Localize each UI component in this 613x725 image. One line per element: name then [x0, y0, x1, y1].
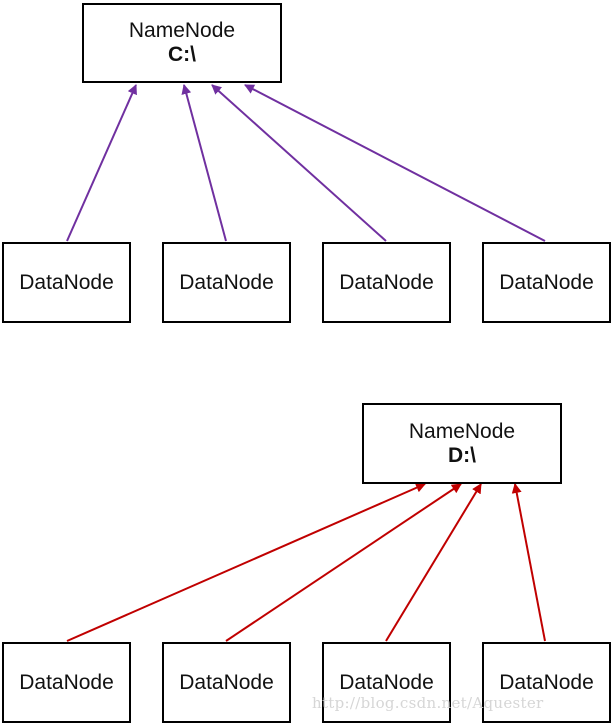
namenode-d-box: NameNode D:\ [362, 403, 562, 484]
top-datanode-4: DataNode [482, 242, 611, 323]
top-datanode-2-label: DataNode [179, 270, 274, 294]
bottom-datanode-3-label: DataNode [339, 670, 434, 694]
top-datanode-4-label: DataNode [499, 270, 594, 294]
bottom-datanode-2-label: DataNode [179, 670, 274, 694]
arrow-dn1-to-namenode-c [66, 84, 137, 242]
namenode-d-label: NameNode [408, 419, 516, 443]
arrow-dn8-to-namenode-d [511, 483, 546, 642]
bottom-datanode-4-label: DataNode [499, 670, 594, 694]
arrow-dn3-to-namenode-c [211, 84, 387, 242]
top-datanode-2: DataNode [162, 242, 291, 323]
top-datanode-3-label: DataNode [339, 270, 434, 294]
arrow-dn2-to-namenode-c [181, 84, 227, 242]
namenode-c-drive: C:\ [168, 43, 196, 66]
bottom-datanode-3: DataNode [322, 642, 451, 723]
namenode-c-box: NameNode C:\ [82, 3, 282, 83]
arrow-dn6-to-namenode-d [225, 483, 462, 642]
bottom-datanode-1: DataNode [2, 642, 131, 723]
watermark: http://blog.csdn.net/Aquester [312, 694, 544, 712]
namenode-d-drive: D:\ [448, 443, 476, 467]
top-datanode-1-label: DataNode [19, 270, 114, 294]
bottom-datanode-2: DataNode [162, 642, 291, 723]
top-datanode-3: DataNode [322, 242, 451, 323]
arrow-dn5-to-namenode-d [66, 483, 426, 642]
arrow-dn7-to-namenode-d [385, 483, 482, 642]
bottom-datanode-4: DataNode [482, 642, 611, 723]
bottom-datanode-1-label: DataNode [19, 670, 114, 694]
arrow-dn4-to-namenode-c [244, 84, 546, 242]
top-datanode-1: DataNode [2, 242, 131, 323]
namenode-c-label: NameNode [128, 19, 236, 42]
